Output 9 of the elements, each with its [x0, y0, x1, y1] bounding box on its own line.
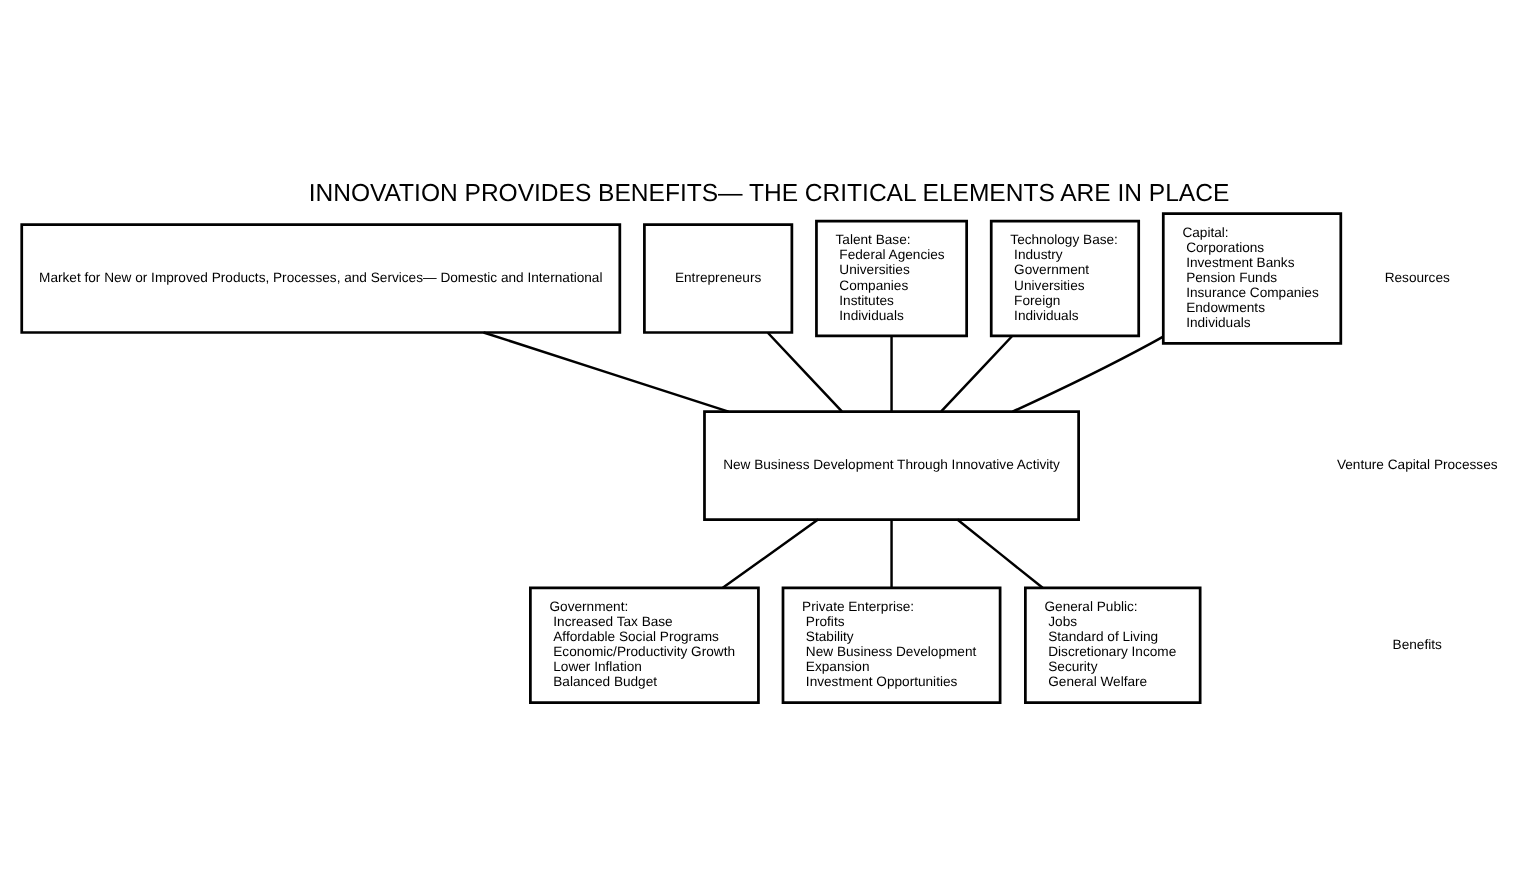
connector [940, 334, 1013, 412]
connector [1012, 334, 1164, 412]
connector [956, 517, 1044, 588]
connector [483, 330, 729, 412]
diagram-title: INNOVATION PROVIDES BENEFITS— THE CRITICAL ELEMENTS ARE IN PLACE [308, 177, 1230, 206]
connector [890, 335, 893, 411]
connector [890, 518, 893, 587]
connector [722, 517, 819, 588]
connector [766, 330, 843, 412]
